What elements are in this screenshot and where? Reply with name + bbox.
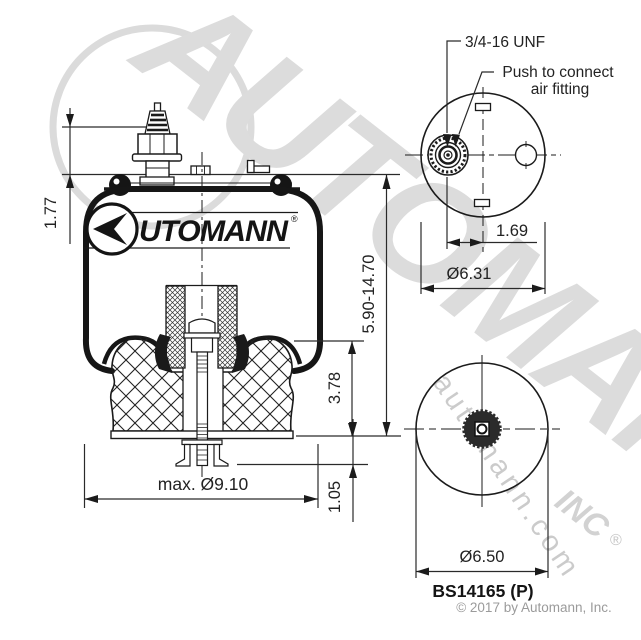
- top-plan-view: 3/4-16 UNF Push to connect air fitting 1…: [405, 34, 614, 294]
- dim-text-1-77: 1.77: [42, 197, 60, 229]
- watermark-logo-circle: [49, 24, 255, 230]
- dim-text-3-78: 3.78: [326, 372, 344, 404]
- bottom-plan-view: Ø6.50 BS14165 (P) © 2017 by Automann, In…: [404, 355, 612, 615]
- leader-air-fitting: Push to connect air fitting: [452, 64, 614, 147]
- dim-max-diameter: max. Ø9.10: [83, 444, 319, 508]
- label-fitting-line2: air fitting: [531, 81, 590, 98]
- dim-plate-diameter: Ø6.31: [420, 222, 546, 294]
- label-fitting-line1: Push to connect: [502, 64, 614, 81]
- dim-text-1-05: 1.05: [326, 481, 344, 513]
- watermark-registered-icon: ®: [610, 532, 622, 549]
- mount-hole: [514, 141, 538, 169]
- automann-logo-text: UTOMANN: [139, 215, 289, 248]
- rubber-pinch-left: [154, 334, 172, 373]
- dim-stud-height: 1.77: [42, 108, 74, 244]
- dim-piston-diameter: Ø6.50: [415, 433, 549, 578]
- front-view: UTOMANN ®: [42, 102, 401, 522]
- automann-arrow-icon: [93, 213, 127, 245]
- automann-registered-icon: ®: [291, 214, 298, 224]
- air-fitting-port: [427, 134, 469, 176]
- dim-right-group: 3.78 5.90-14.70 1.05: [237, 174, 401, 522]
- knurled-hub: [462, 409, 502, 449]
- part-number: BS14165 (P): [432, 581, 533, 601]
- piston-columns: [165, 284, 238, 369]
- dim-text-6-50: Ø6.50: [460, 548, 505, 566]
- dim-text-1-69: 1.69: [496, 222, 528, 240]
- rubber-pinch-right: [232, 334, 250, 373]
- plate-slot-bottom: [473, 198, 491, 208]
- dim-text-6-31: Ø6.31: [447, 265, 492, 283]
- dim-port-offset: 1.69: [446, 177, 537, 249]
- dim-text-max-9-10: max. Ø9.10: [158, 474, 249, 494]
- bellows-brand-band: UTOMANN ®: [84, 202, 298, 256]
- plate-tab: [190, 165, 211, 176]
- bellows-outline: [82, 186, 324, 374]
- plate-slot-top: [474, 102, 492, 112]
- top-stud-assembly: [131, 102, 183, 186]
- label-thread-spec: 3/4-16 UNF: [465, 34, 545, 51]
- dim-text-height-range: 5.90-14.70: [360, 255, 378, 334]
- copyright-text: © 2017 by Automann, Inc.: [456, 600, 612, 615]
- leader-thread: 3/4-16 UNF: [443, 34, 545, 147]
- bottom-mount: [175, 439, 229, 467]
